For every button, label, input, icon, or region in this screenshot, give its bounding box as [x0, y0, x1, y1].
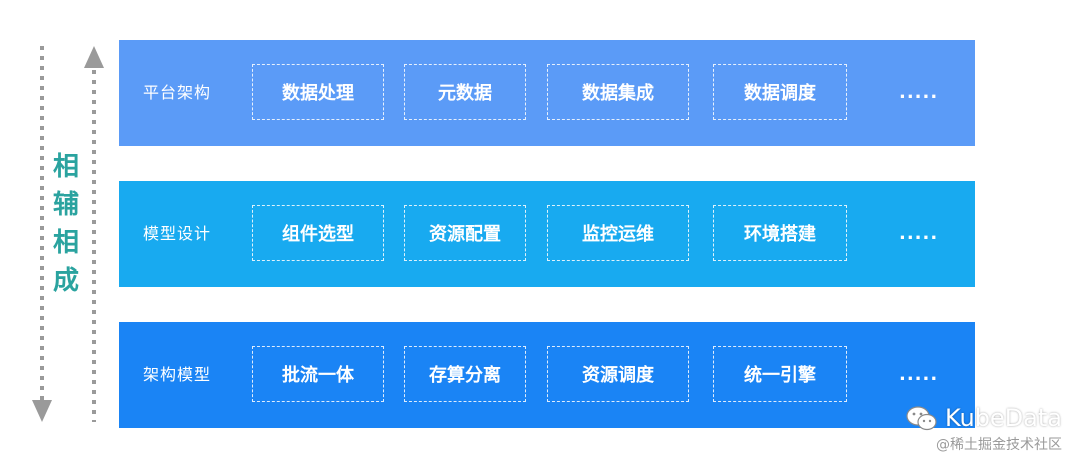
item-box: 数据调度 — [713, 64, 847, 120]
side-label-char: 相 — [52, 152, 79, 182]
layer-architecture-model: 架构模型 批流一体 存算分离 资源调度 统一引擎 ..... — [119, 322, 975, 428]
more-ellipsis: ..... — [899, 223, 939, 244]
item-box: 元数据 — [404, 64, 526, 120]
item-box: 组件选型 — [252, 205, 384, 261]
item-box: 统一引擎 — [713, 346, 847, 402]
side-label-char: 相 — [52, 228, 79, 258]
watermark-brand: KubeData — [905, 404, 1062, 432]
item-box: 资源调度 — [547, 346, 689, 402]
bidirectional-axis — [22, 40, 112, 430]
side-label-complementary: 相 辅 相 成 — [46, 148, 86, 300]
item-box: 监控运维 — [547, 205, 689, 261]
watermark-subtitle: @稀土掘金技术社区 — [936, 437, 1062, 453]
watermark-brand-text: KubeData — [944, 404, 1062, 432]
watermark: KubeData @稀土掘金技术社区 — [905, 404, 1062, 454]
layer-platform-architecture: 平台架构 数据处理 元数据 数据集成 数据调度 ..... — [119, 40, 975, 146]
item-box: 存算分离 — [404, 346, 526, 402]
layer-model-design: 模型设计 组件选型 资源配置 监控运维 环境搭建 ..... — [119, 181, 975, 287]
layer-label: 模型设计 — [143, 224, 212, 243]
item-box: 数据集成 — [547, 64, 689, 120]
item-box: 资源配置 — [404, 205, 526, 261]
item-box: 批流一体 — [252, 346, 384, 402]
axis-arrows-graphic — [32, 46, 104, 422]
layer-label: 架构模型 — [143, 365, 212, 384]
side-label-char: 成 — [52, 266, 79, 296]
item-box: 环境搭建 — [713, 205, 847, 261]
layer-label: 平台架构 — [143, 83, 212, 102]
side-label-char: 辅 — [52, 190, 79, 220]
wechat-icon — [906, 406, 937, 431]
more-ellipsis: ..... — [899, 364, 939, 385]
item-box: 数据处理 — [252, 64, 384, 120]
more-ellipsis: ..... — [899, 82, 939, 103]
